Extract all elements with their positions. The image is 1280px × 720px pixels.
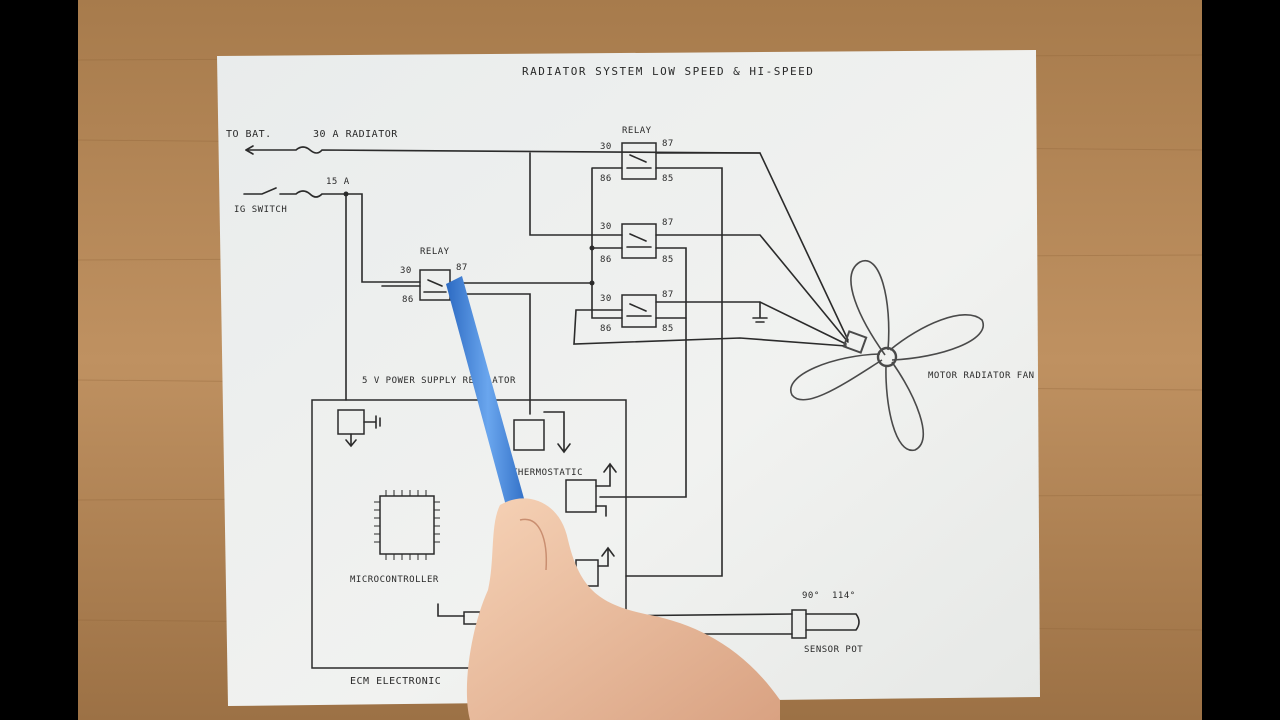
regulator-ground — [363, 415, 381, 429]
thermostatic-label: THERMOSTATIC — [512, 468, 583, 478]
ground-symbol — [752, 301, 768, 323]
paper-sheet — [217, 50, 1040, 706]
ig-switch-line — [243, 187, 347, 198]
ig-switch-label: IG SWITCH — [234, 205, 287, 215]
hand-with-pen — [446, 276, 780, 720]
microcontroller-chip — [379, 495, 435, 555]
relay-4-pin-86: 86 — [402, 295, 414, 305]
relay-2-to-ecm — [599, 247, 687, 498]
regulator-out — [345, 433, 357, 448]
relay-2-pin-87: 87 — [662, 218, 674, 228]
relay-2-pin-30: 30 — [600, 222, 612, 232]
microcontroller-label: MICROCONTROLLER — [350, 575, 439, 585]
finger-crease — [519, 518, 548, 571]
relay-1-ground-line — [625, 167, 723, 577]
relay-2-pin-85: 85 — [662, 255, 674, 265]
junction-dot — [589, 280, 595, 286]
relay-3-pin-86: 86 — [600, 324, 612, 334]
thermostatic-out — [543, 411, 571, 454]
relay-3-pin-85: 85 — [662, 324, 674, 334]
relay-1-pin-87: 87 — [662, 139, 674, 149]
fuse-15a-label: 15 A — [326, 177, 350, 187]
relay-mid-title: RELAY — [420, 247, 450, 257]
relay-2-pin-86: 86 — [600, 255, 612, 265]
hi-speed-line — [655, 152, 849, 341]
sensor-pot-shaft — [805, 613, 860, 631]
driver-chip-1-pins — [595, 462, 617, 517]
driver-chip-2-pins — [597, 546, 615, 567]
driver-chip-1 — [565, 479, 597, 513]
relay-1-pin-30: 30 — [600, 142, 612, 152]
relay-3-pin-30: 30 — [600, 294, 612, 304]
feed-to-relay-4 — [345, 193, 421, 283]
battery-line — [245, 146, 761, 154]
radiator-fan — [789, 259, 985, 451]
relay-4-pin-30: 30 — [400, 266, 412, 276]
ecm-label: ECM ELECTRONIC — [350, 676, 441, 687]
microcontroller-pins — [374, 490, 440, 560]
sensor-pot-body — [791, 609, 807, 639]
to-bat-label: TO BAT. — [226, 129, 272, 140]
junction-dot — [589, 245, 595, 251]
mid-speed-line — [655, 234, 849, 343]
relay-4-to-thermo — [449, 293, 531, 415]
relay-4-pin-87: 87 — [456, 263, 468, 273]
relay-2-coil — [626, 233, 652, 248]
blue-pen — [446, 276, 530, 528]
relay-1 — [621, 142, 657, 180]
sensor-input-line — [437, 603, 465, 617]
angle-90-label: 90° — [802, 591, 820, 601]
battery-arrow — [245, 145, 254, 155]
relay-1-pin-86: 86 — [600, 174, 612, 184]
motor-fan-label: MOTOR RADIATOR FAN — [928, 371, 1035, 381]
hand — [466, 498, 780, 720]
return-loop — [573, 309, 847, 347]
relay-3-pin-87: 87 — [662, 290, 674, 300]
relay-3-coil — [626, 303, 652, 317]
regulator-label: 5 V POWER SUPPLY REGULATOR — [362, 376, 516, 386]
bank-coil-bus — [591, 167, 623, 319]
thermostatic-chip — [513, 419, 545, 451]
relay-2 — [621, 223, 657, 259]
relay-4-coil — [423, 279, 447, 293]
sensor-pot-label: SENSOR POT — [804, 645, 863, 655]
diagram-title: RADIATOR SYSTEM LOW SPEED & HI-SPEED — [522, 65, 814, 78]
angle-114-label: 114° — [832, 591, 856, 601]
fuse-30a-label: 30 A RADIATOR — [313, 129, 398, 140]
relay-1-coil — [626, 154, 652, 169]
relay-3 — [621, 294, 657, 328]
relay-1-pin-85: 85 — [662, 174, 674, 184]
relay-top-title: RELAY — [622, 126, 652, 136]
